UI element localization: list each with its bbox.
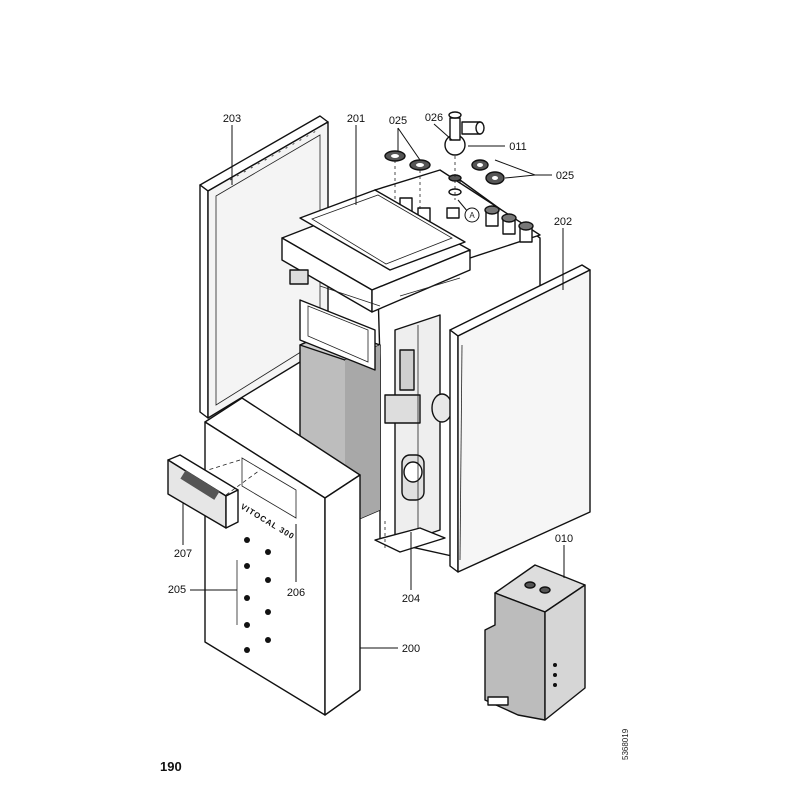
marker-a-text: A <box>469 211 475 220</box>
label-203: 203 <box>223 113 241 125</box>
module-010 <box>484 564 586 721</box>
hydraulic-column <box>374 314 453 553</box>
label-200: 200 <box>402 643 420 655</box>
valve-assembly-011 <box>444 111 485 200</box>
label-202: 202 <box>554 216 572 228</box>
top-grommets-025 <box>384 150 505 212</box>
label-206: 206 <box>287 587 305 599</box>
label-205: 205 <box>168 584 186 596</box>
label-025-side: 025 <box>556 170 574 182</box>
top-connections <box>399 197 534 243</box>
leader-lines <box>182 123 565 649</box>
label-026: 026 <box>425 112 443 124</box>
figure-reference: 5368019 <box>621 728 630 760</box>
callout-marker-a: A <box>457 199 480 223</box>
part-labels: 203 201 025 026 011 025 202 207 205 206 … <box>168 112 574 655</box>
side-panel-202 <box>449 264 591 573</box>
top-cover-201 <box>281 189 471 371</box>
page-number: 190 <box>160 759 182 774</box>
control-unit-207 <box>167 454 261 529</box>
label-011: 011 <box>509 141 527 153</box>
label-025-top: 025 <box>389 115 407 127</box>
screws-205 <box>236 537 271 653</box>
label-010: 010 <box>555 533 573 545</box>
label-207: 207 <box>174 548 192 560</box>
label-204: 204 <box>402 593 420 605</box>
label-201: 201 <box>347 113 365 125</box>
